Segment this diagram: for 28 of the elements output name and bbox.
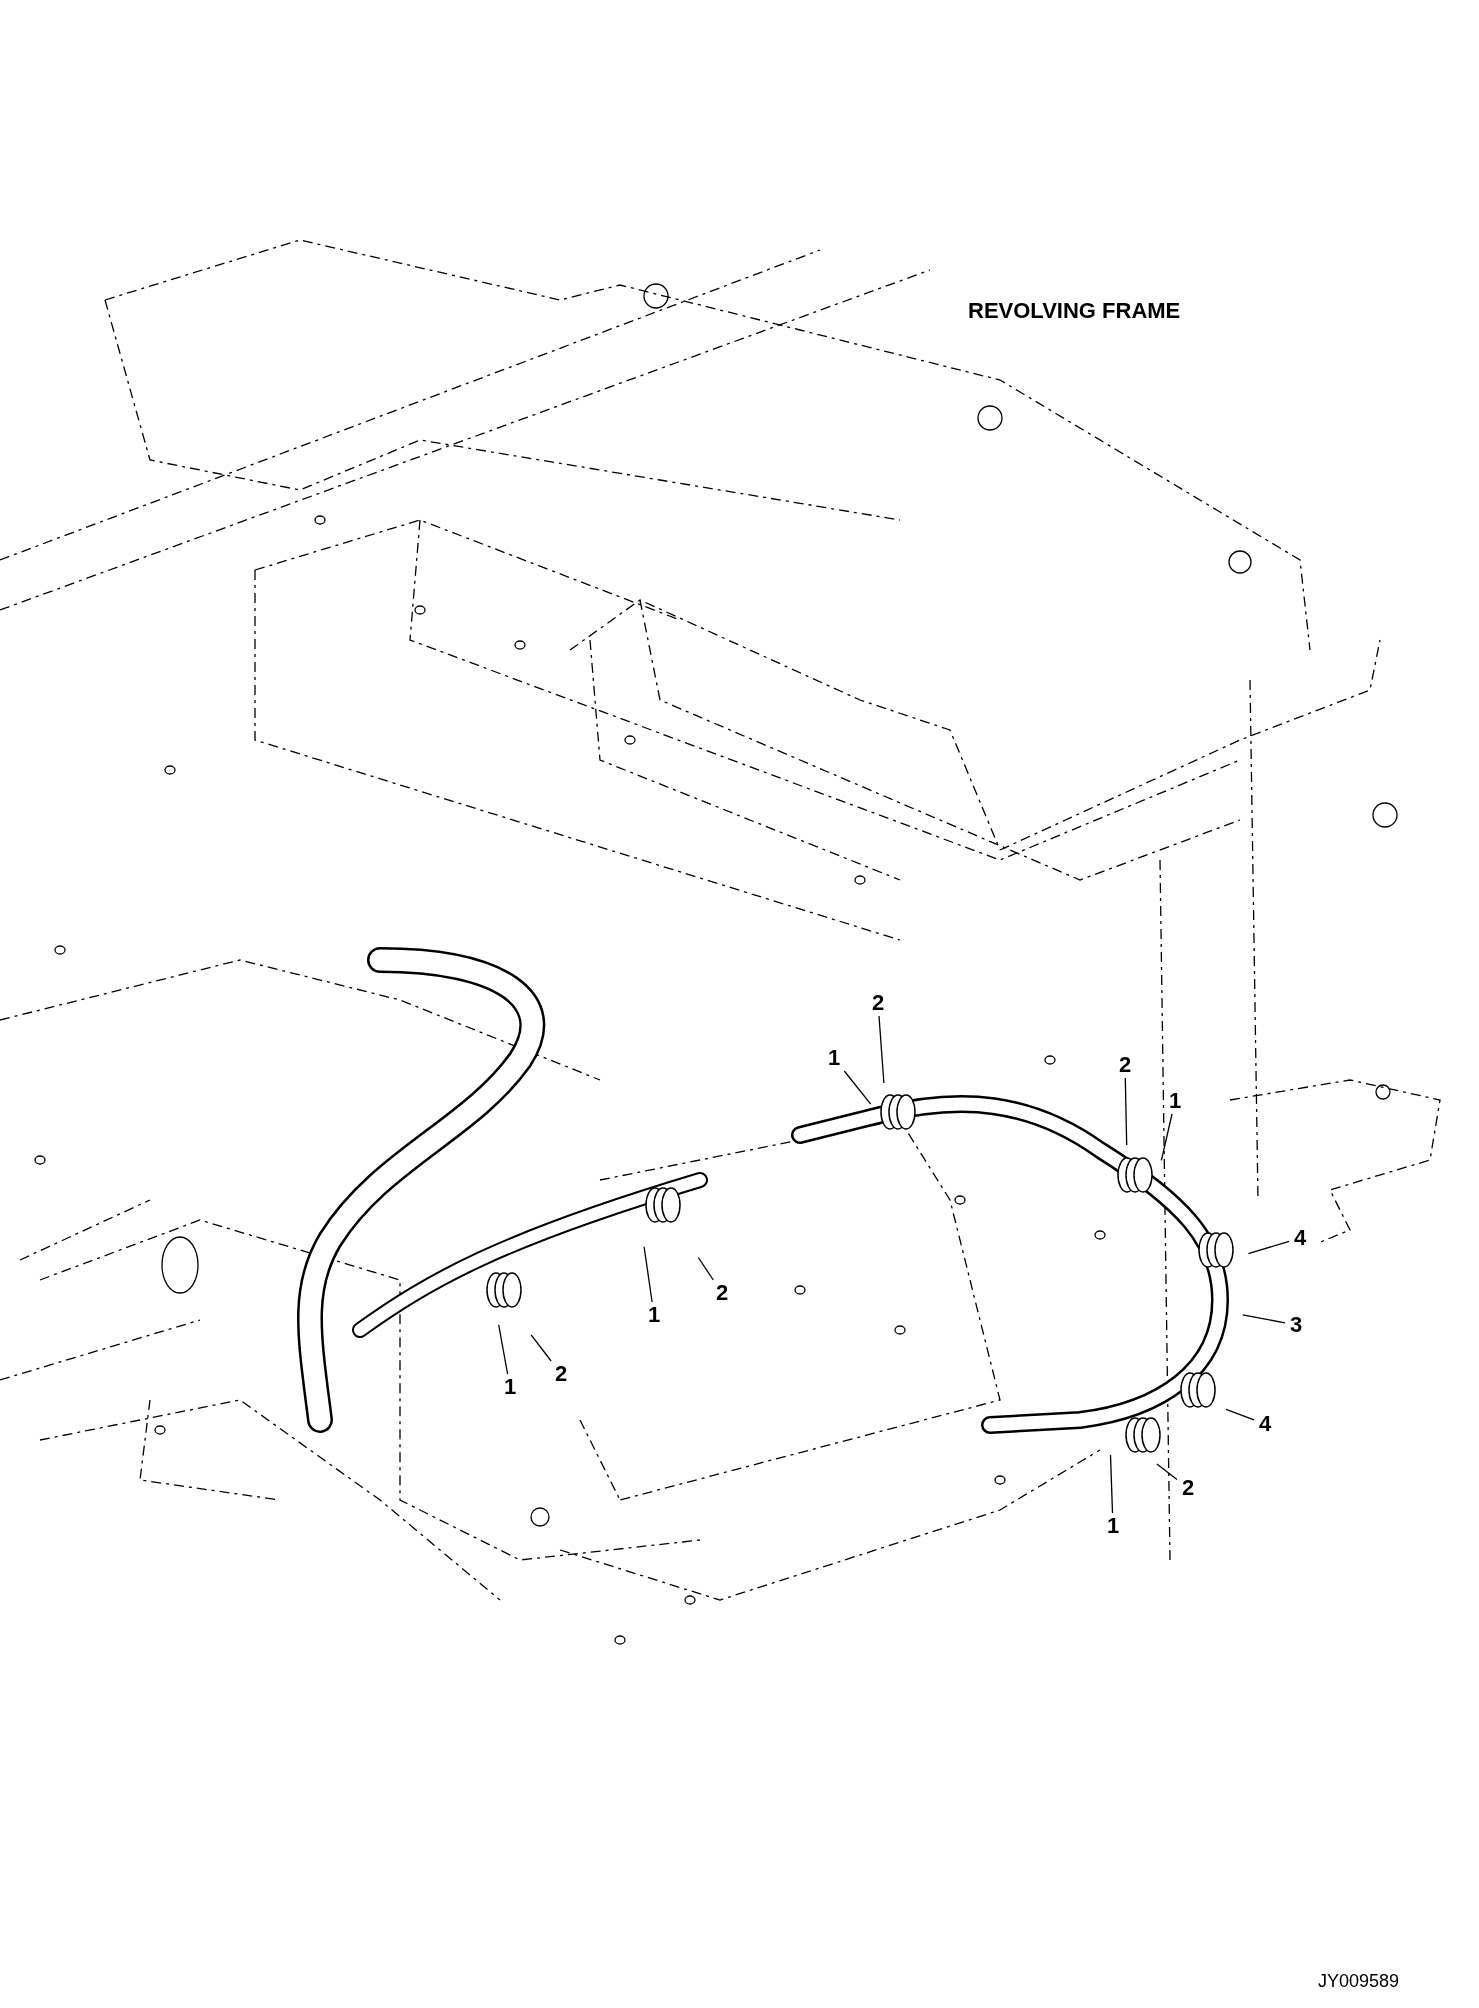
- leader-line: [843, 1070, 872, 1105]
- title-text: REVOLVING FRAME: [968, 297, 1181, 325]
- callout-number: 2: [867, 990, 889, 1016]
- callout-number: 1: [499, 1374, 521, 1400]
- drawing-number: JY009589: [1318, 1970, 1400, 1993]
- leader-line: [1124, 1077, 1128, 1146]
- leader-line: [530, 1334, 552, 1362]
- callout-number: 2: [1177, 1475, 1199, 1501]
- callout-number: 1: [1164, 1088, 1186, 1114]
- callout-number: 1: [823, 1045, 845, 1071]
- leader-line: [498, 1324, 509, 1375]
- leader-line: [1242, 1314, 1286, 1324]
- leader-line: [878, 1015, 885, 1084]
- callout-number: 2: [711, 1280, 733, 1306]
- callout-number: 4: [1289, 1225, 1311, 1251]
- leader-line: [1109, 1454, 1114, 1514]
- leader-line: [1225, 1408, 1255, 1421]
- leader-line: [643, 1246, 653, 1303]
- leader-line: [697, 1256, 714, 1281]
- callout-number: 3: [1285, 1312, 1307, 1338]
- callout-number: 1: [643, 1302, 665, 1328]
- leader-line: [1160, 1113, 1173, 1162]
- leader-line: [1247, 1240, 1290, 1255]
- callout-number: 4: [1254, 1411, 1276, 1437]
- leader-line: [1156, 1463, 1178, 1481]
- callout-number: 1: [1102, 1513, 1124, 1539]
- callout-number: 2: [550, 1361, 572, 1387]
- callout-number: 2: [1114, 1052, 1136, 1078]
